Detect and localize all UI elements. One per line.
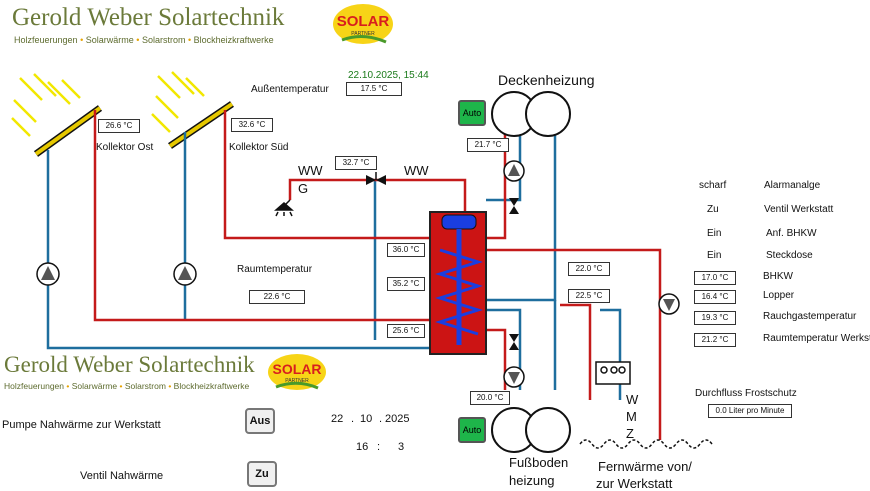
storage-temp-top: 36.0 °C xyxy=(387,243,425,257)
ww-right-label: WW xyxy=(404,163,429,178)
storage-temp-bottom: 25.6 °C xyxy=(387,324,425,338)
ww-g-label: G xyxy=(298,181,309,196)
outdoor-temp-label: Außentemperatur xyxy=(251,84,329,95)
reading-flue-gas-label: Rauchgastemperatur xyxy=(763,311,857,322)
district-heating-label-2: zur Werkstatt xyxy=(596,476,673,491)
ceiling-exchanger xyxy=(491,91,571,137)
valve-control-label: Ventil Nahwärme xyxy=(80,470,164,482)
line-temp-lower: 22.5 °C xyxy=(568,289,610,303)
pump-ceiling-icon xyxy=(503,160,525,182)
heat-exchanger-coil xyxy=(435,248,483,336)
shower-icon xyxy=(274,199,294,217)
clock-hour: 16 xyxy=(356,441,369,453)
floor-heating-label-2: heizung xyxy=(509,473,555,488)
status-label-valve: Ventil Werkstatt xyxy=(764,204,834,215)
status-state-socket: Ein xyxy=(707,250,722,261)
line-temp-upper: 22.0 °C xyxy=(568,262,610,276)
pump-collector-east-icon xyxy=(36,262,60,286)
mixing-valve-ww-icon xyxy=(366,172,386,185)
company-name: Gerold Weber Solartechnik xyxy=(12,4,285,31)
status-label-bhkw: Anf. BHKW xyxy=(766,228,817,239)
status-label-socket: Steckdose xyxy=(766,250,813,261)
clock-minute: 3 xyxy=(398,441,405,453)
ceiling-heating-label: Deckenheizung xyxy=(498,72,595,88)
company-tagline: Holzfeuerungen • Solarwärme • Solarstrom… xyxy=(14,35,274,45)
wmz-w: W xyxy=(626,392,639,407)
reading-bhkw-value: 17.0 °C xyxy=(694,271,736,285)
clock-date-sep-2: . xyxy=(379,413,383,425)
floor-heating-label-1: Fußboden xyxy=(509,455,569,470)
pump-control-label: Pumpe Nahwärme zur Werkstatt xyxy=(2,419,161,431)
status-state-bhkw: Ein xyxy=(707,228,722,239)
floor-exchanger xyxy=(491,407,571,453)
clock-date-sep-1: . xyxy=(351,413,355,425)
solar-partner-logo: SOLAR PARTNER xyxy=(330,2,396,46)
ww-temp-value: 32.7 °C xyxy=(335,156,377,170)
logo-subtext-bottom: PARTNER xyxy=(285,378,309,384)
logo-text-bottom: SOLAR xyxy=(273,361,322,377)
wmz-m: M xyxy=(626,409,637,424)
collector-south-temp: 32.6 °C xyxy=(231,118,273,132)
status-state-alarm: scharf xyxy=(699,180,727,191)
room-temp-value: 22.6 °C xyxy=(249,290,305,304)
mixing-valve-floor-icon xyxy=(509,334,519,350)
storage-temp-middle: 35.2 °C xyxy=(387,277,425,291)
clock-day: 22 xyxy=(331,413,344,425)
floor-auto-button[interactable]: Auto xyxy=(458,417,486,443)
clock-time-sep: : xyxy=(377,441,381,453)
clock-month: 10 xyxy=(360,413,373,425)
outdoor-temp-value: 17.5 °C xyxy=(346,82,402,96)
status-label-alarm: Alarmanalge xyxy=(764,180,821,191)
frost-flow-label: Durchfluss Frostschutz xyxy=(695,388,797,399)
heat-meter-icon xyxy=(595,361,631,385)
reading-bhkw-label: BHKW xyxy=(763,271,793,282)
collector-south-label: Kollektor Süd xyxy=(229,142,289,153)
district-pipe-wave xyxy=(579,439,713,449)
collector-east-label: Kollektor Ost xyxy=(96,142,154,153)
floor-temp-value: 20.0 °C xyxy=(470,391,510,405)
ceiling-temp-value: 21.7 °C xyxy=(467,138,509,152)
room-temp-label: Raumtemperatur xyxy=(237,264,313,275)
wmz-z: Z xyxy=(626,426,634,441)
frost-flow-value: 0.0 Liter pro Minute xyxy=(708,404,792,418)
district-heating-label-1: Fernwärme von/ xyxy=(598,459,692,474)
mixing-valve-ceiling-icon xyxy=(509,198,519,214)
valve-closed-button[interactable]: Zu xyxy=(247,461,277,487)
datetime-display: 22.10.2025, 15:44 xyxy=(348,70,429,81)
company-tagline-bottom: Holzfeuerungen • Solarwärme • Solarstrom… xyxy=(4,381,250,391)
logo-subtext: PARTNER xyxy=(351,31,375,37)
logo-text: SOLAR xyxy=(337,13,390,30)
reading-workshop-room-label: Raumtemperatur Werkstatt xyxy=(763,333,870,344)
reading-lopper-label: Lopper xyxy=(763,290,795,301)
status-state-valve: Zu xyxy=(707,204,719,215)
sun-rays-south xyxy=(151,71,205,133)
reading-flue-gas-value: 19.3 °C xyxy=(694,311,736,325)
pump-district-icon xyxy=(658,293,680,315)
ww-left-label: WW xyxy=(298,163,323,178)
pump-collector-south-icon xyxy=(173,262,197,286)
reading-workshop-room-value: 21.2 °C xyxy=(694,333,736,347)
pump-floor-icon xyxy=(503,366,525,388)
reading-lopper-value: 16.4 °C xyxy=(694,290,736,304)
clock-year: 2025 xyxy=(385,413,410,425)
collector-east-temp: 26.6 °C xyxy=(98,119,140,133)
ceiling-auto-button[interactable]: Auto xyxy=(458,100,486,126)
heater-element xyxy=(441,214,477,230)
solar-partner-logo-bottom: SOLAR PARTNER xyxy=(266,352,328,392)
pump-off-button[interactable]: Aus xyxy=(245,408,275,434)
sun-rays-east xyxy=(11,73,81,137)
company-name-bottom: Gerold Weber Solartechnik xyxy=(4,352,255,377)
